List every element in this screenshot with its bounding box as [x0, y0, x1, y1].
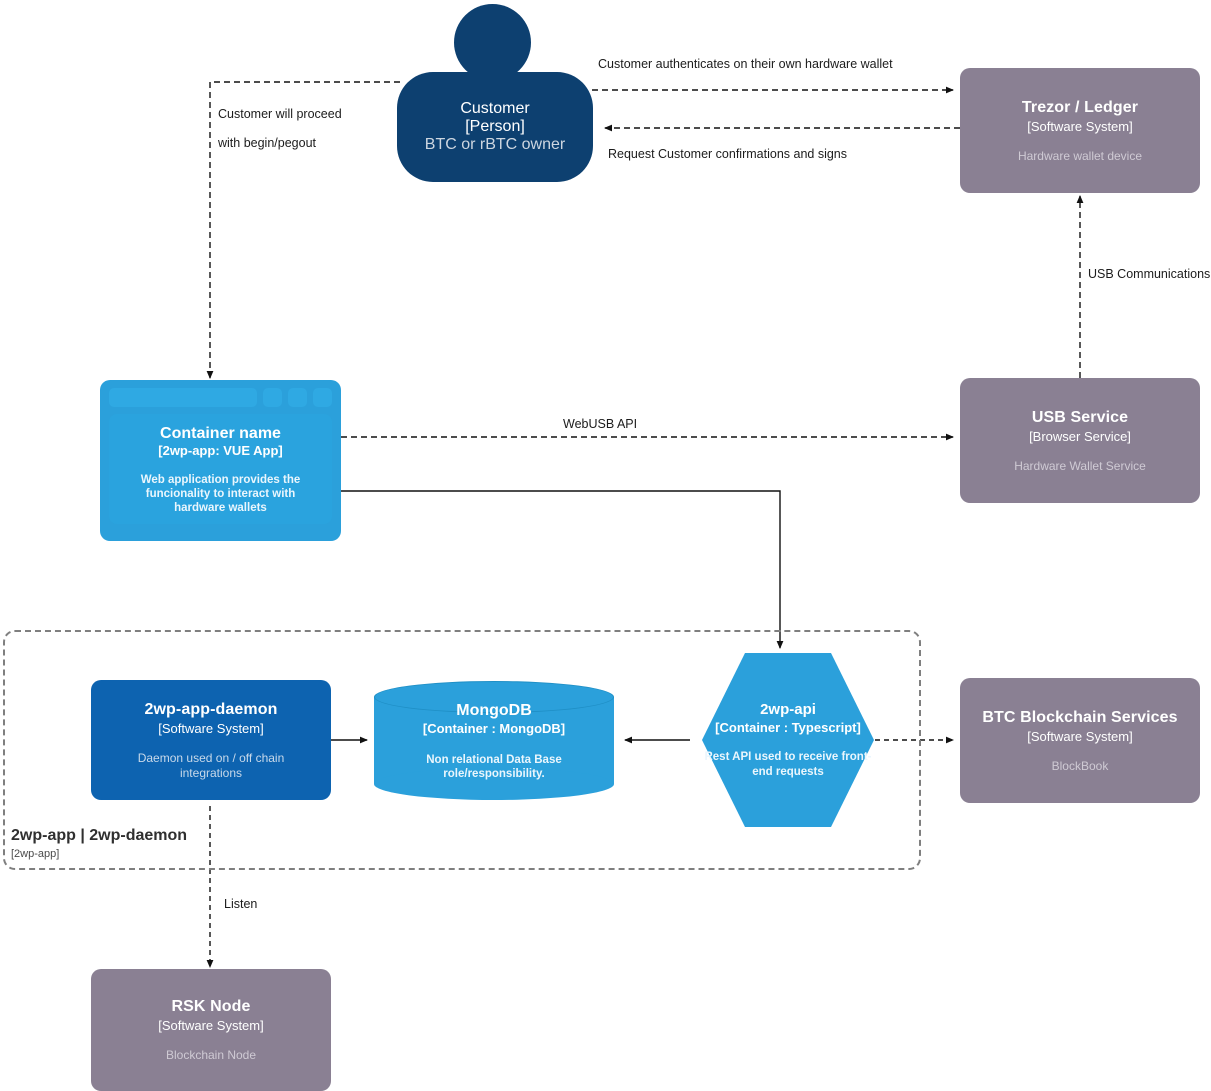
node-btc-blockchain-services[interactable]: BTC Blockchain Services [Software System… [960, 678, 1200, 803]
customer-body: Customer [Person] BTC or rBTC owner [397, 72, 593, 182]
browser-address-bar [109, 388, 257, 407]
api-description: Rest API used to receive front-end reque… [704, 750, 872, 778]
edge-label-listen: Listen [224, 897, 258, 911]
node-2wp-api-shape[interactable] [702, 653, 874, 827]
node-trezor-ledger[interactable]: Trezor / Ledger [Software System] Hardwa… [960, 68, 1200, 193]
mongodb-type: [Container : MongoDB] [422, 720, 566, 736]
edge-label-customer-to-container-line1: Customer will proceed [218, 107, 342, 121]
boundary-2wp-app-2wp-daemon [3, 630, 921, 870]
browser-viewport: Container name [2wp-app: VUE App] Web ap… [109, 414, 332, 524]
mongodb-description: Non relational Data Base role/responsibi… [426, 753, 562, 780]
container-name-title: Container name [160, 424, 281, 442]
customer-title: Customer [460, 100, 530, 117]
node-rsk-node[interactable]: RSK Node [Software System] Blockchain No… [91, 969, 331, 1091]
browser-button-3-icon [313, 388, 332, 407]
cylinder-top [374, 681, 614, 713]
node-customer[interactable]: Customer [Person] BTC or rBTC owner [397, 4, 595, 182]
daemon-description: Daemon used on / off chain integrations [137, 750, 285, 780]
trezor-ledger-title: Trezor / Ledger [1021, 98, 1139, 116]
edge-label-customer-to-trezor: Customer authenticates on their own hard… [598, 57, 893, 71]
person-head-icon [454, 4, 531, 81]
boundary-label: 2wp-app | 2wp-daemon [2wp-app] [11, 826, 187, 861]
container-name-description: Web application provides the funcionalit… [140, 473, 301, 514]
btc-blockchain-description: BlockBook [1051, 758, 1109, 773]
cylinder-bottom [374, 768, 614, 800]
browser-button-1-icon [263, 388, 282, 407]
mongodb-title: MongoDB [456, 701, 532, 719]
node-container-name[interactable]: Container name [2wp-app: VUE App] Web ap… [100, 380, 341, 541]
container-name-type: [2wp-app: VUE App] [158, 442, 283, 458]
edge-label-usb-communications: USB Communications [1088, 267, 1211, 281]
edge-label-trezor-to-customer: Request Customer confirmations and signs [608, 147, 848, 161]
btc-blockchain-title: BTC Blockchain Services [982, 708, 1178, 726]
daemon-title: 2wp-app-daemon [144, 700, 278, 718]
usb-service-title: USB Service [1031, 408, 1129, 426]
customer-type: [Person] [465, 118, 525, 135]
edge-label-customer-to-container-line2: with begin/pegout [218, 136, 316, 150]
btc-blockchain-type: [Software System] [1027, 728, 1133, 744]
boundary-name: 2wp-app | 2wp-daemon [11, 827, 188, 844]
edge-container-to-api [341, 490, 784, 649]
api-type: [Container : Typescript] [715, 719, 861, 735]
trezor-ledger-description: Hardware wallet device [1017, 148, 1143, 163]
usb-service-description: Hardware Wallet Service [1014, 458, 1146, 473]
browser-title-bar [109, 388, 332, 407]
browser-button-2-icon [288, 388, 307, 407]
customer-description: BTC or rBTC owner [424, 136, 566, 153]
usb-service-type: [Browser Service] [1029, 428, 1131, 444]
daemon-type: [Software System] [158, 720, 264, 736]
edge-label-webusb-api: WebUSB API [563, 417, 638, 431]
node-2wp-app-daemon[interactable]: 2wp-app-daemon [Software System] Daemon … [91, 680, 331, 800]
edge-customer-to-container [206, 81, 400, 379]
mongodb-text: MongoDB [Container : MongoDB] Non relati… [374, 681, 614, 800]
rsk-node-type: [Software System] [158, 1018, 264, 1033]
node-2wp-api-text: 2wp-api [Container : Typescript] Rest AP… [690, 653, 886, 827]
rsk-node-description: Blockchain Node [165, 1048, 257, 1062]
api-title: 2wp-api [760, 700, 816, 718]
rsk-node-title: RSK Node [171, 998, 251, 1015]
boundary-type: [2wp-app] [11, 848, 60, 860]
node-mongodb[interactable]: MongoDB [Container : MongoDB] Non relati… [374, 681, 614, 800]
trezor-ledger-type: [Software System] [1027, 118, 1133, 134]
node-usb-service[interactable]: USB Service [Browser Service] Hardware W… [960, 378, 1200, 503]
